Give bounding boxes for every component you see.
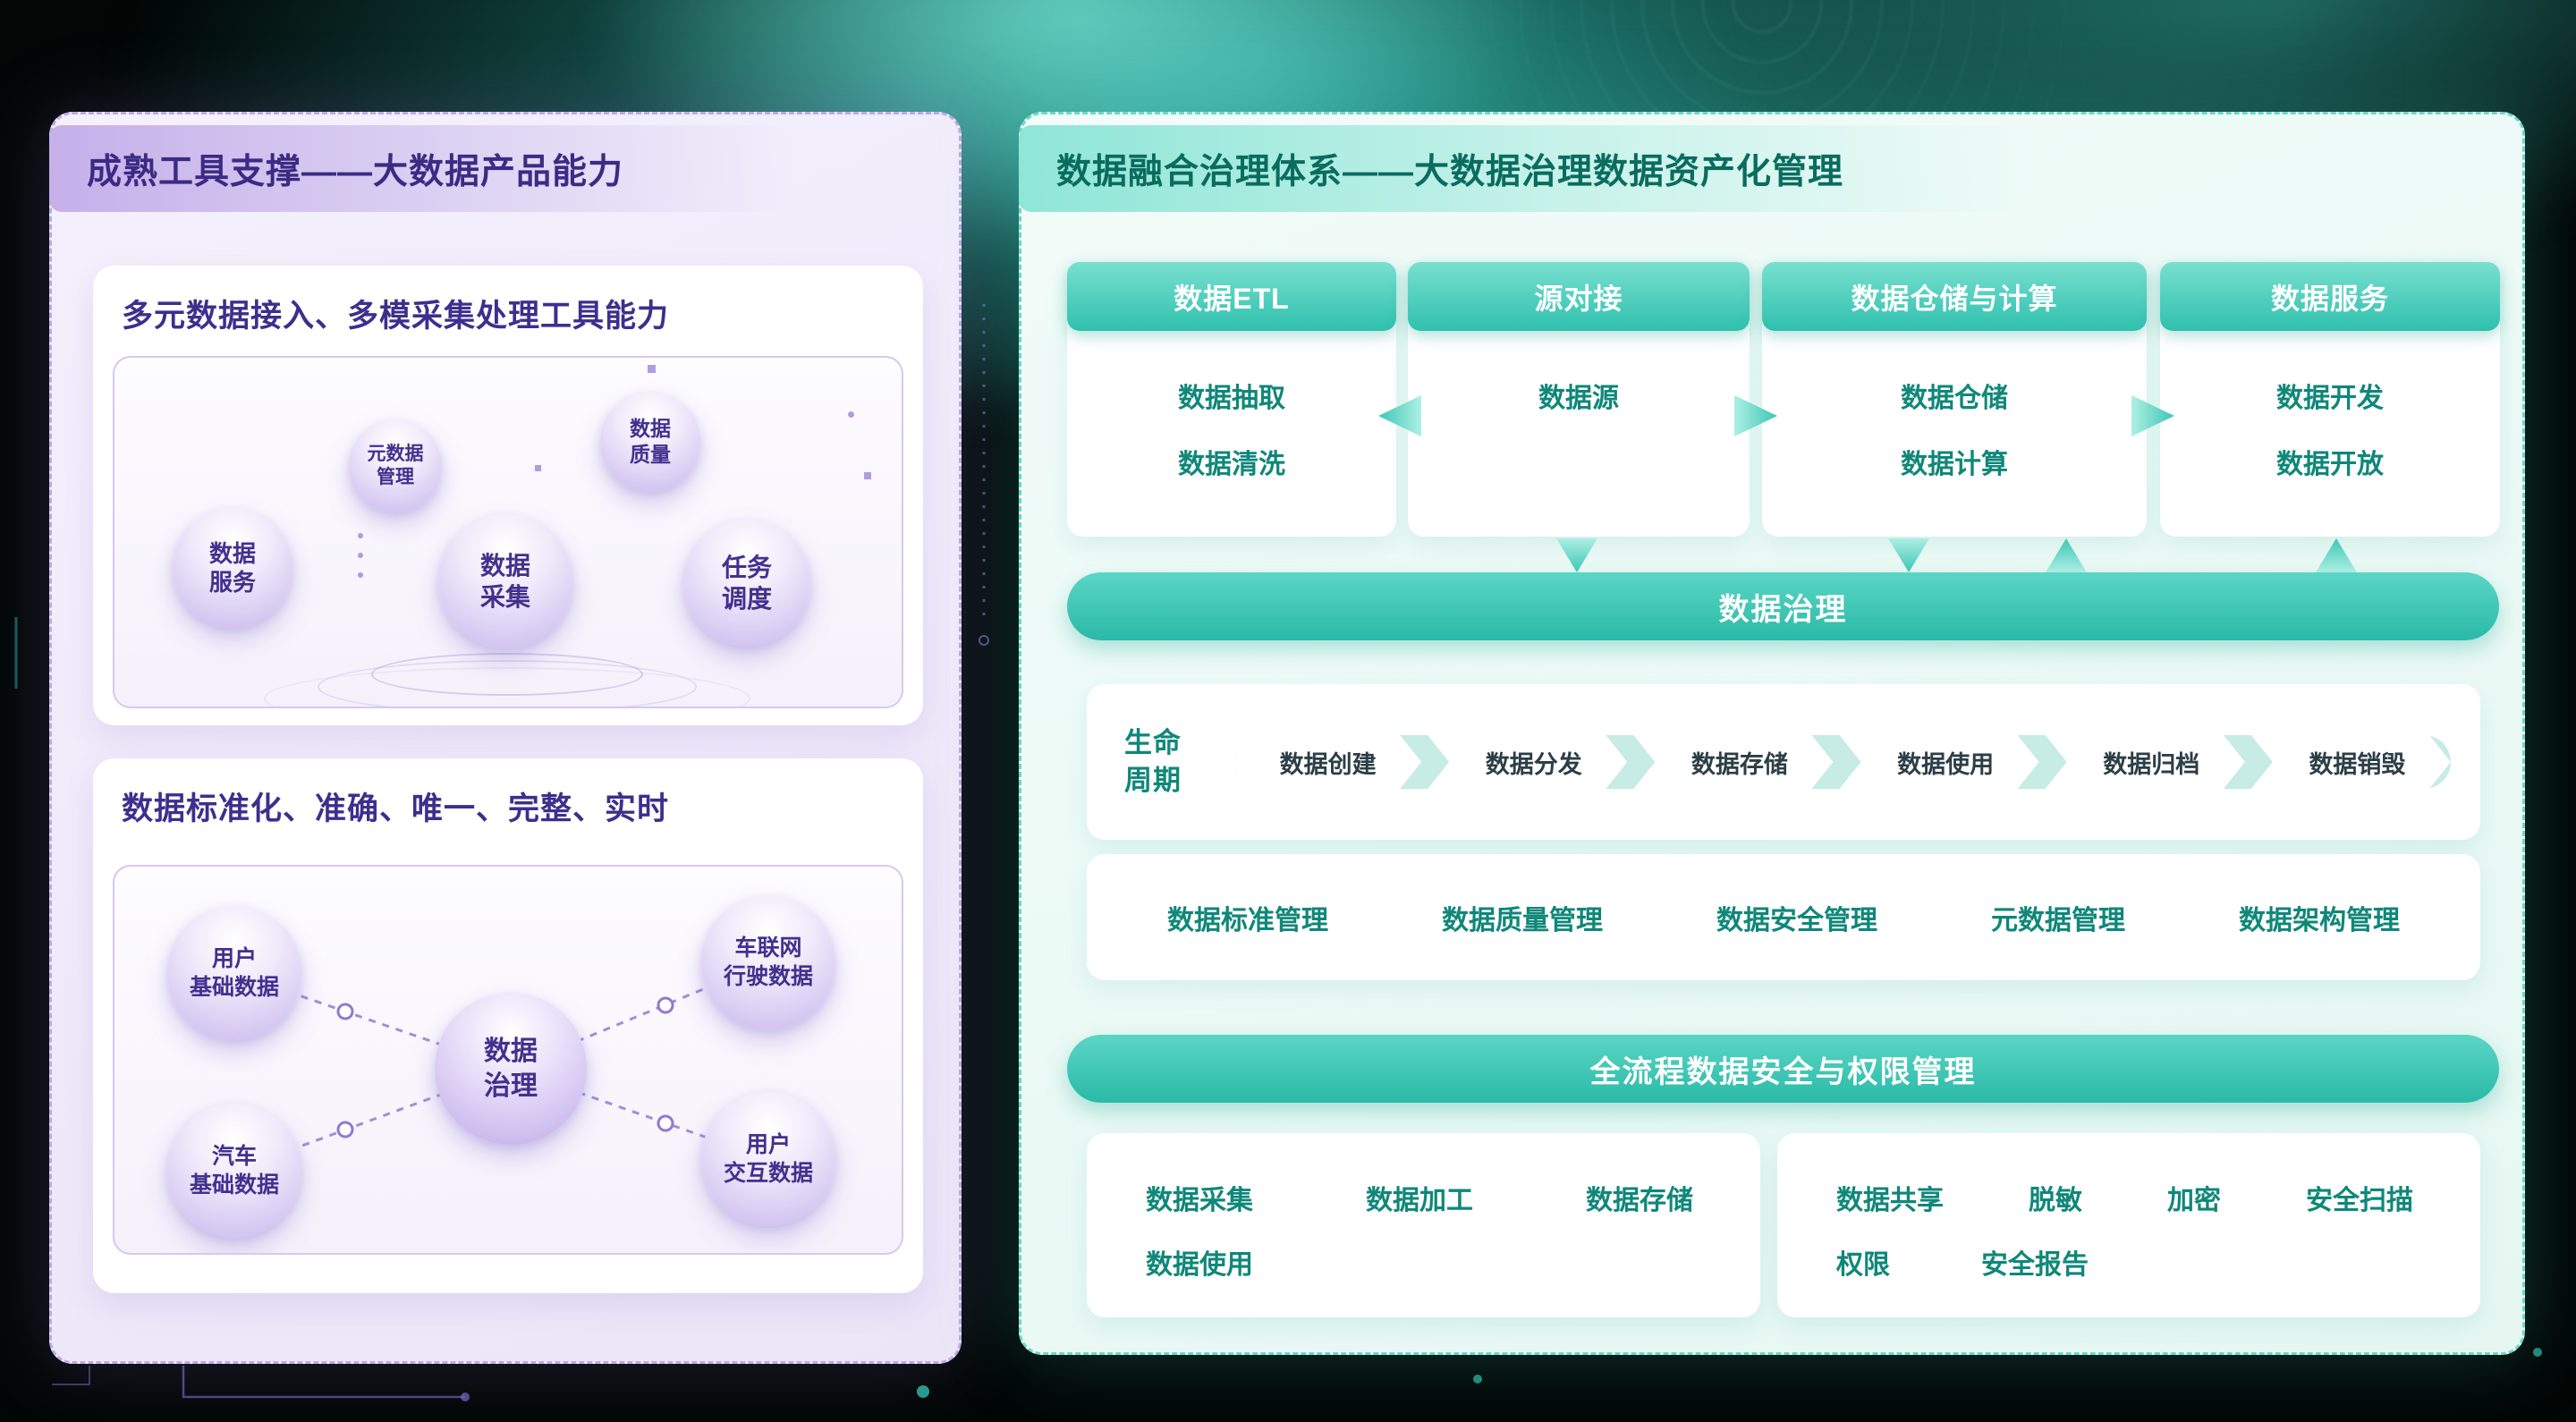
security-control-item: 加密 (2167, 1186, 2221, 1215)
tools-inner-box: 元数据 管理 数据 质量 数据 服务 数据 采集 任务 调度 (113, 356, 903, 708)
column-item: 数据计算 (1901, 450, 2008, 479)
arrow-up-icon (2046, 538, 2087, 572)
security-bar: 全流程数据安全与权限管理 (1067, 1035, 2499, 1103)
bubble-metadata-management: 元数据 管理 (349, 419, 442, 512)
right-panel: 数据融合治理体系——大数据治理数据资产化管理 数据ETL 数据抽取 数据清洗 源… (1019, 112, 2525, 1355)
node-data-governance-center: 数据 治理 (435, 993, 587, 1145)
management-item: 数据标准管理 (1167, 905, 1328, 935)
lifecycle-label: 生命 周期 (1124, 727, 1182, 796)
security-controls-row: 权限 安全报告 (1836, 1242, 2480, 1282)
square-dot-decoration (535, 465, 541, 471)
left-panel: 成熟工具支撑——大数据产品能力 多元数据接入、多模采集处理工具能力 元数据 管理… (49, 112, 962, 1364)
security-process-row: 数据使用 (1146, 1242, 1760, 1282)
lifecycle-step: 数据分发 (1428, 735, 1627, 789)
lifecycle-step: 数据存储 (1633, 735, 1833, 789)
column-data-etl: 数据ETL 数据抽取 数据清洗 (1067, 262, 1396, 537)
lifecycle-step: 数据使用 (1840, 735, 2039, 789)
column-item: 数据清洗 (1178, 450, 1285, 479)
bubble-data-service: 数据 服务 (173, 508, 292, 628)
lifecycle-strip: 数据创建 数据分发 数据存储 数据使用 数据归档 数据销毁 (1234, 735, 2451, 789)
dot-decoration (358, 572, 363, 578)
column-items: 数据源 (1408, 331, 1750, 415)
node-user-interaction-data: 用户 交互数据 (701, 1092, 835, 1226)
security-controls-row: 数据共享 脱敏 加密 安全扫描 (1836, 1178, 2480, 1217)
dot-decoration (358, 533, 363, 538)
management-item: 数据安全管理 (1716, 905, 1877, 935)
square-dot-decoration (864, 472, 871, 479)
standard-card-title: 数据标准化、准确、唯一、完整、实时 (122, 791, 670, 826)
column-item: 数据开放 (2276, 450, 2384, 479)
column-item: 数据仓储 (1901, 384, 2008, 413)
bubble-task-scheduling: 任务 调度 (683, 520, 810, 647)
security-process-row: 数据采集 数据加工 数据存储 (1146, 1178, 1760, 1217)
column-item: 数据开发 (2276, 384, 2384, 413)
dot-decoration (358, 553, 363, 558)
management-item: 数据架构管理 (2239, 905, 2400, 935)
security-process-card: 数据采集 数据加工 数据存储 数据使用 (1087, 1133, 1760, 1317)
bubble-data-collection: 数据 采集 (438, 514, 572, 648)
security-control-item: 权限 (1836, 1250, 1890, 1280)
left-panel-title: 成熟工具支撑——大数据产品能力 (87, 152, 624, 191)
left-panel-title-banner: 成熟工具支撑——大数据产品能力 (49, 125, 792, 212)
lifecycle-step: 数据创建 (1234, 735, 1421, 789)
ripple-decoration (264, 667, 750, 707)
management-item: 元数据管理 (1991, 905, 2125, 935)
security-process-item: 数据采集 (1146, 1186, 1253, 1215)
management-card: 数据标准管理 数据质量管理 数据安全管理 元数据管理 数据架构管理 (1087, 854, 2480, 980)
lifecycle-step: 数据归档 (2046, 735, 2245, 789)
tools-card: 多元数据接入、多模采集处理工具能力 元数据 管理 数据 质量 数据 服务 数据 … (93, 266, 923, 725)
column-items: 数据抽取 数据清洗 (1067, 331, 1396, 481)
node-iov-driving-data: 车联网 行驶数据 (701, 895, 835, 1029)
column-items: 数据仓储 数据计算 (1762, 331, 2147, 481)
security-control-item: 脱敏 (2029, 1186, 2082, 1215)
tools-card-title: 多元数据接入、多模采集处理工具能力 (122, 299, 670, 334)
lifecycle-step: 数据销毁 (2251, 735, 2451, 789)
security-control-item: 安全扫描 (2306, 1186, 2413, 1215)
security-process-item: 数据加工 (1366, 1186, 1473, 1215)
column-source-connect: 源对接 数据源 (1408, 262, 1750, 537)
column-warehouse-compute: 数据仓储与计算 数据仓储 数据计算 (1762, 262, 2147, 537)
bubble-data-quality: 数据 质量 (600, 392, 700, 492)
column-item: 数据抽取 (1178, 384, 1285, 413)
right-panel-title: 数据融合治理体系——大数据治理数据资产化管理 (1056, 152, 1844, 191)
column-header: 数据ETL (1067, 262, 1396, 331)
column-header: 数据服务 (2160, 262, 2500, 331)
arrow-down-icon (1888, 538, 1929, 572)
arrow-up-icon (2316, 538, 2357, 572)
column-items: 数据开发 数据开放 (2160, 331, 2500, 481)
security-process-item: 数据使用 (1146, 1250, 1253, 1280)
column-header: 数据仓储与计算 (1762, 262, 2147, 331)
governance-bar: 数据治理 (1067, 572, 2499, 640)
node-auto-basic-data: 汽车 基础数据 (167, 1104, 301, 1238)
arrow-down-icon (1556, 538, 1597, 572)
column-data-service: 数据服务 数据开发 数据开放 (2160, 262, 2500, 537)
standard-inner-box: 用户 基础数据 车联网 行驶数据 汽车 基础数据 用户 交互数据 数据 治理 (113, 865, 903, 1255)
security-control-item: 数据共享 (1836, 1186, 1944, 1215)
column-item: 数据源 (1538, 384, 1619, 413)
node-user-basic-data: 用户 基础数据 (167, 906, 301, 1040)
management-item: 数据质量管理 (1442, 905, 1603, 935)
security-control-item: 安全报告 (1981, 1250, 2089, 1280)
lifecycle-card: 生命 周期 数据创建 数据分发 数据存储 数据使用 数据归档 数据销毁 (1087, 684, 2480, 840)
security-process-item: 数据存储 (1586, 1186, 1693, 1215)
right-panel-title-banner: 数据融合治理体系——大数据治理数据资产化管理 (1019, 125, 2032, 212)
square-dot-decoration (648, 365, 656, 373)
security-controls-card: 数据共享 脱敏 加密 安全扫描 权限 安全报告 (1777, 1133, 2480, 1317)
dot-decoration (848, 411, 854, 418)
column-header: 源对接 (1408, 262, 1750, 331)
standard-card: 数据标准化、准确、唯一、完整、实时 用户 基础数据 车联网 行驶数据 汽车 基础… (93, 758, 923, 1293)
